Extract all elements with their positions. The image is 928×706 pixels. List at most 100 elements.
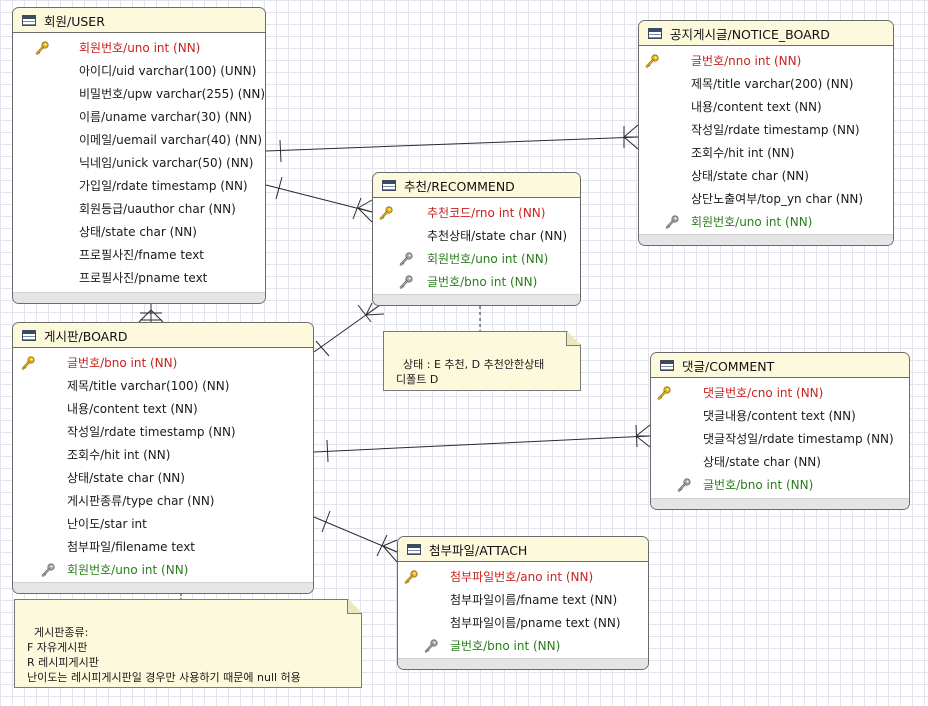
column-row[interactable]: 글번호/bno int (NN): [651, 473, 909, 496]
relation-board-attach[interactable]: [313, 510, 398, 563]
entity-attach[interactable]: 첨부파일/ATTACH 첨부파일번호/ano int (NN)첨부파일이름/fn…: [397, 536, 649, 670]
column-row[interactable]: 회원번호/uno int (NN): [13, 36, 265, 59]
column-text: 조회수/hit int (NN): [67, 448, 171, 462]
entity-user[interactable]: 회원/USER 회원번호/uno int (NN)아이디/uid varchar…: [12, 7, 266, 304]
primary-key-icon: [404, 570, 418, 584]
column-text: 프로필사진/pname text: [79, 271, 208, 285]
column-row[interactable]: 상태/state char (NN): [639, 164, 893, 187]
note-board-type[interactable]: 게시판종류: F 자유게시판 R 레시피게시판 난이도는 레시피게시판일 경우만…: [14, 599, 362, 688]
column-row[interactable]: 회원번호/uno int (NN): [373, 247, 580, 270]
column-row[interactable]: 내용/content text (NN): [639, 95, 893, 118]
column-row[interactable]: 프로필사진/pname text: [13, 266, 265, 289]
column-row[interactable]: 가입일/rdate timestamp (NN): [13, 174, 265, 197]
relation-board-recommend[interactable]: [313, 302, 385, 357]
relation-user-recommend[interactable]: [265, 176, 373, 223]
column-row[interactable]: 댓글내용/content text (NN): [651, 404, 909, 427]
entity-user-header[interactable]: 회원/USER: [13, 8, 265, 33]
column-row[interactable]: 상태/state char (NN): [13, 466, 313, 489]
note-text: 게시판종류: F 자유게시판 R 레시피게시판 난이도는 레시피게시판일 경우만…: [27, 626, 301, 684]
relation-board-comment[interactable]: [313, 424, 651, 463]
column-row[interactable]: 제목/title varchar(200) (NN): [639, 72, 893, 95]
column-list: 회원번호/uno int (NN)아이디/uid varchar(100) (U…: [13, 33, 265, 289]
table-icon: [660, 359, 674, 371]
column-row[interactable]: 회원번호/uno int (NN): [639, 210, 893, 233]
column-row[interactable]: 회원등급/uauthor char (NN): [13, 197, 265, 220]
entity-notice-board-header[interactable]: 공지게시글/NOTICE_BOARD: [639, 21, 893, 46]
table-icon: [22, 14, 36, 26]
column-text: 이메일/uemail varchar(40) (NN): [79, 133, 263, 147]
column-row[interactable]: 추천코드/rno int (NN): [373, 201, 580, 224]
column-row[interactable]: 첨부파일번호/ano int (NN): [398, 565, 648, 588]
column-text: 가입일/rdate timestamp (NN): [79, 179, 248, 193]
column-row[interactable]: 글번호/bno int (NN): [373, 270, 580, 293]
column-row[interactable]: 제목/title varchar(100) (NN): [13, 374, 313, 397]
column-row[interactable]: 추천상태/state char (NN): [373, 224, 580, 247]
entity-recommend-header[interactable]: 추천/RECOMMEND: [373, 173, 580, 198]
entity-title: 추천/RECOMMEND: [404, 178, 515, 194]
relation-user-notice-board[interactable]: [265, 124, 639, 163]
entity-title: 게시판/BOARD: [44, 328, 128, 344]
entity-footer: [651, 498, 909, 509]
column-text: 제목/title varchar(100) (NN): [67, 379, 230, 393]
entity-comment[interactable]: 댓글/COMMENT 댓글번호/cno int (NN)댓글내용/content…: [650, 352, 910, 510]
column-row[interactable]: 비밀번호/upw varchar(255) (NN): [13, 82, 265, 105]
column-row[interactable]: 상태/state char (NN): [13, 220, 265, 243]
foreign-key-icon: [665, 215, 679, 229]
entity-board-header[interactable]: 게시판/BOARD: [13, 323, 313, 348]
entity-board[interactable]: 게시판/BOARD 글번호/bno int (NN) 제목/title varch…: [12, 322, 314, 594]
entity-recommend[interactable]: 추천/RECOMMEND 추천코드/rno int (NN) 추천상태/state…: [372, 172, 581, 306]
column-text: 닉네임/unick varchar(50) (NN): [79, 156, 254, 170]
column-row[interactable]: 첨부파일/filename text: [13, 535, 313, 558]
column-row[interactable]: 첨부파일이름/pname text (NN): [398, 611, 648, 634]
column-row[interactable]: 상태/state char (NN): [651, 450, 909, 473]
column-row[interactable]: 댓글번호/cno int (NN): [651, 381, 909, 404]
column-text: 상단노출여부/top_yn char (NN): [691, 192, 864, 206]
table-icon: [382, 179, 396, 191]
primary-key-icon: [645, 54, 659, 68]
column-row[interactable]: 글번호/nno int (NN): [639, 49, 893, 72]
entity-title: 공지게시글/NOTICE_BOARD: [670, 26, 830, 42]
entity-notice-board[interactable]: 공지게시글/NOTICE_BOARD 글번호/nno int (NN) 제목/ti…: [638, 20, 894, 246]
column-row[interactable]: 글번호/bno int (NN): [13, 351, 313, 374]
primary-key-icon: [379, 206, 393, 220]
column-text: 상태/state char (NN): [79, 225, 197, 239]
note-recommend-state[interactable]: 상태 : E 추천, D 추천안한상태 디폴트 D: [383, 331, 581, 391]
column-row[interactable]: 내용/content text (NN): [13, 397, 313, 420]
foreign-key-icon: [424, 639, 438, 653]
entity-title: 댓글/COMMENT: [682, 358, 775, 374]
column-row[interactable]: 첨부파일이름/fname text (NN): [398, 588, 648, 611]
column-text: 작성일/rdate timestamp (NN): [691, 123, 860, 137]
column-row[interactable]: 상단노출여부/top_yn char (NN): [639, 187, 893, 210]
column-row[interactable]: 조회수/hit int (NN): [639, 141, 893, 164]
table-icon: [648, 27, 662, 39]
column-row[interactable]: 작성일/rdate timestamp (NN): [13, 420, 313, 443]
column-text: 회원번호/uno int (NN): [427, 252, 549, 266]
column-row[interactable]: 글번호/bno int (NN): [398, 634, 648, 657]
column-row[interactable]: 조회수/hit int (NN): [13, 443, 313, 466]
column-text: 상태/state char (NN): [703, 455, 821, 469]
relation-user-board[interactable]: [138, 304, 164, 323]
column-row[interactable]: 이름/uname varchar(30) (NN): [13, 105, 265, 128]
entity-comment-header[interactable]: 댓글/COMMENT: [651, 353, 909, 378]
column-text: 추천상태/state char (NN): [427, 229, 568, 243]
column-list: 추천코드/rno int (NN) 추천상태/state char (NN) 회원번…: [373, 198, 580, 293]
column-text: 이름/uname varchar(30) (NN): [79, 110, 252, 124]
column-row[interactable]: 아이디/uid varchar(100) (UNN): [13, 59, 265, 82]
column-text: 작성일/rdate timestamp (NN): [67, 425, 236, 439]
entity-attach-header[interactable]: 첨부파일/ATTACH: [398, 537, 648, 562]
column-text: 댓글작성일/rdate timestamp (NN): [703, 432, 894, 446]
column-text: 회원등급/uauthor char (NN): [79, 202, 236, 216]
column-row[interactable]: 게시판종류/type char (NN): [13, 489, 313, 512]
column-text: 제목/title varchar(200) (NN): [691, 77, 854, 91]
column-row[interactable]: 작성일/rdate timestamp (NN): [639, 118, 893, 141]
column-text: 글번호/bno int (NN): [427, 275, 538, 289]
column-row[interactable]: 회원번호/uno int (NN): [13, 558, 313, 581]
entity-title: 첨부파일/ATTACH: [429, 542, 528, 558]
entity-footer: [639, 234, 893, 245]
column-row[interactable]: 이메일/uemail varchar(40) (NN): [13, 128, 265, 151]
column-row[interactable]: 댓글작성일/rdate timestamp (NN): [651, 427, 909, 450]
column-row[interactable]: 프로필사진/fname text: [13, 243, 265, 266]
column-row[interactable]: 난이도/star int: [13, 512, 313, 535]
column-row[interactable]: 닉네임/unick varchar(50) (NN): [13, 151, 265, 174]
